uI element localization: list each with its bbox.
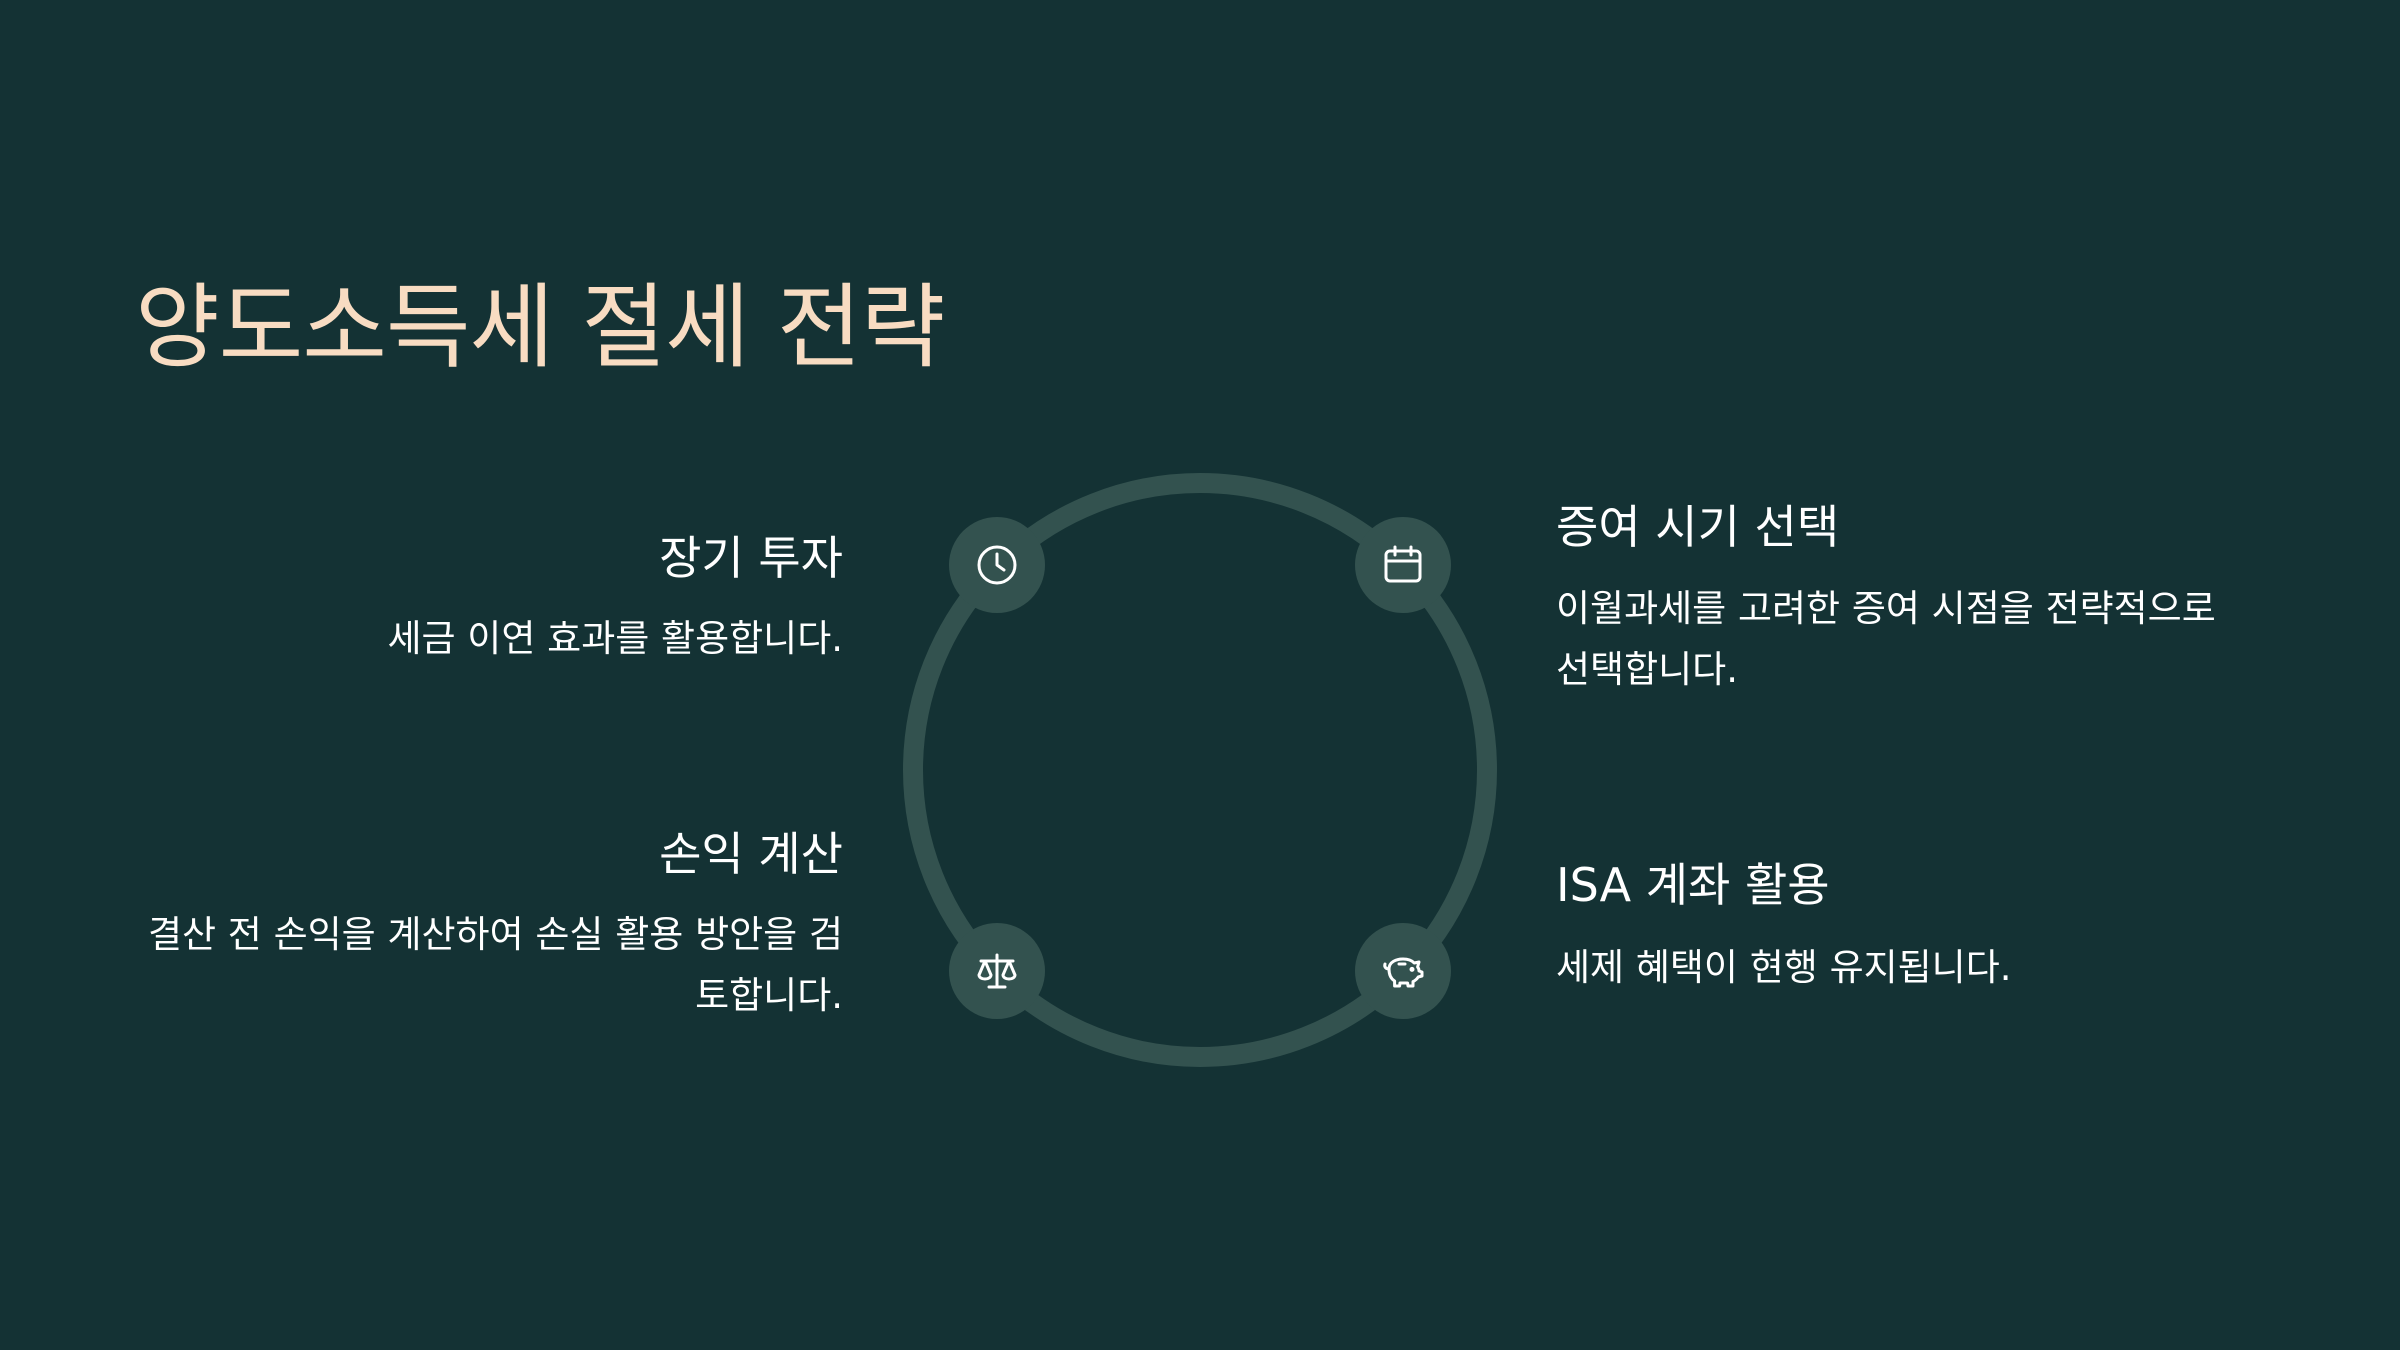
item-description-long-term-investment: 세금 이연 효과를 활용합니다. bbox=[387, 617, 843, 660]
item-description-isa-account: 세제 혜택이 현행 유지됩니다. bbox=[1556, 946, 2012, 989]
calendar-icon bbox=[1384, 545, 1422, 583]
slide-title: 양도소득세 절세 전략 bbox=[135, 274, 945, 381]
scale-icon bbox=[977, 953, 1017, 989]
scale-node bbox=[949, 923, 1045, 1019]
piggy-bank-icon bbox=[1383, 957, 1424, 988]
clock-node bbox=[949, 517, 1045, 613]
item-heading-long-term-investment: 장기 투자 bbox=[659, 531, 843, 585]
item-description-profit-loss: 결산 전 손익을 계산하여 손실 활용 방안을 검토합니다. bbox=[147, 913, 843, 1017]
cycle-ring-circle bbox=[903, 473, 1497, 1067]
item-description-gift-timing: 이월과세를 고려한 증여 시점을 전략적으로 선택합니다. bbox=[1556, 587, 2216, 691]
clock-icon bbox=[977, 545, 1017, 585]
item-heading-isa-account: ISA 계좌 활용 bbox=[1556, 858, 1830, 912]
piggy-bank-node bbox=[1355, 923, 1451, 1019]
item-heading-gift-timing: 증여 시기 선택 bbox=[1556, 500, 1840, 554]
calendar-node bbox=[1355, 517, 1451, 613]
item-heading-profit-loss: 손익 계산 bbox=[659, 827, 843, 881]
